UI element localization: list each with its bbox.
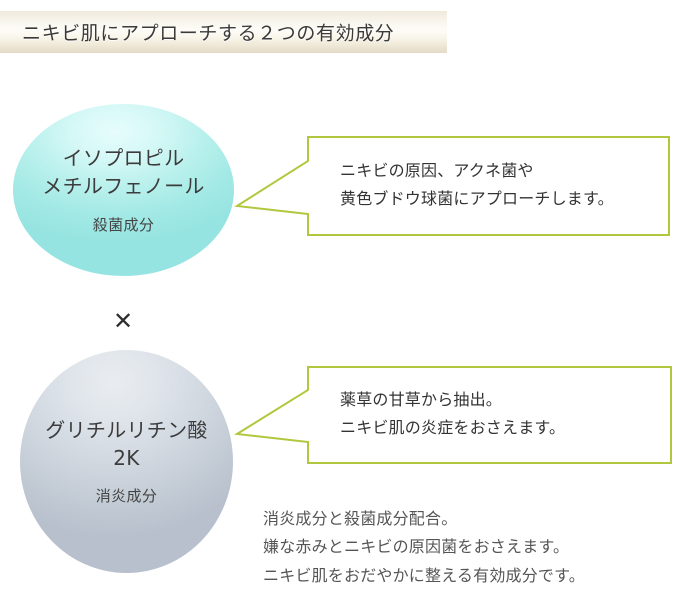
ingredient-name-line1: イソプロピル (62, 146, 185, 171)
ingredient-name-line2: メチルフェノール (42, 174, 205, 198)
callout-bubble-shape (236, 136, 670, 236)
callout-text: ニキビの原因、アクネ菌や 黄色ブドウ球菌にアプローチします。 (340, 161, 614, 208)
callout-isopropyl-methylphenol: ニキビの原因、アクネ菌や 黄色ブドウ球菌にアプローチします。 (236, 136, 670, 236)
page-title: ニキビ肌にアプローチする２つの有効成分 (22, 22, 395, 45)
callout-bubble-shape (236, 366, 672, 464)
ingredient-role: 殺菌成分 (92, 215, 155, 234)
ingredient-name-line1: グリチルリチン酸 (45, 417, 208, 442)
callout-text: 薬草の甘草から抽出。 ニキビ肌の炎症をおさえます。 (340, 390, 566, 437)
ingredient-name: グリチルリチン酸 2K (45, 417, 207, 472)
ingredient-role: 消炎成分 (95, 487, 158, 506)
ingredient-circle-isopropyl-methylphenol: イソプロピル メチルフェノール 殺菌成分 (13, 104, 234, 276)
multiply-separator-icon: ✕ (112, 308, 134, 335)
ingredient-name-line2: 2K (113, 445, 140, 470)
bottom-summary-text: 消炎成分と殺菌成分配合。 嫌な赤みとニキビの原因菌をおさえます。 ニキビ肌をおだ… (263, 509, 585, 585)
ingredient-name: イソプロピル メチルフェノール (42, 145, 204, 200)
callout-dipotassium-glycyrrhizate: 薬草の甘草から抽出。 ニキビ肌の炎症をおさえます。 (236, 366, 672, 464)
ingredient-circle-dipotassium-glycyrrhizate: グリチルリチン酸 2K 消炎成分 (20, 350, 233, 573)
header-banner: ニキビ肌にアプローチする２つの有効成分 (0, 11, 447, 53)
